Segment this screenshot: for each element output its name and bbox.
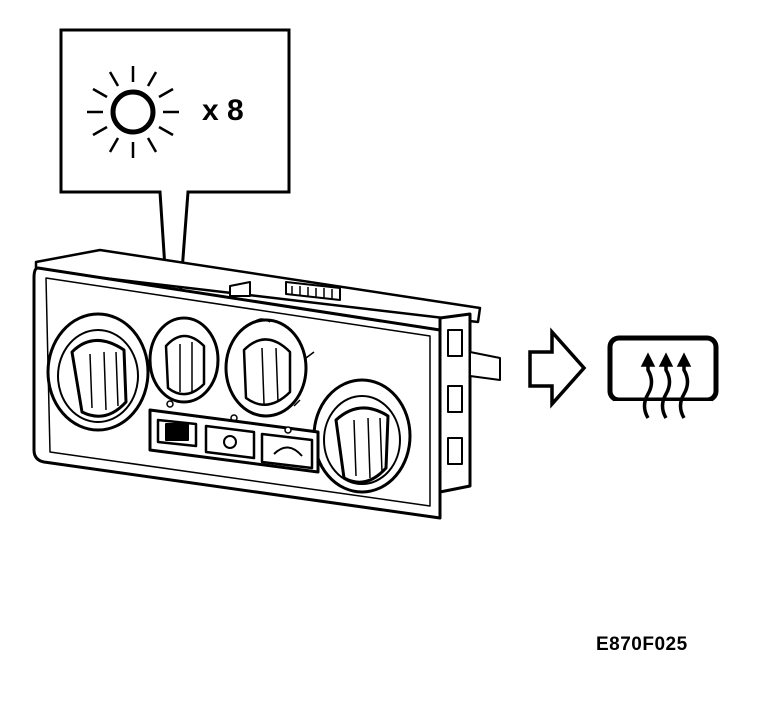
temperature-knob-left (46, 312, 150, 432)
temperature-knob-right (312, 378, 412, 494)
rear-window-defrost-icon (607, 335, 719, 419)
air-distribution-knob (224, 318, 315, 422)
fan-speed-knob (148, 316, 220, 408)
climate-control-panel (32, 248, 501, 520)
lamp-flash-icon (87, 66, 179, 158)
flash-count-label: x 8 (202, 94, 244, 127)
outline-right-arrow-icon (528, 327, 587, 409)
panel-button-row (148, 408, 320, 474)
figure-code: E870F025 (596, 634, 688, 655)
